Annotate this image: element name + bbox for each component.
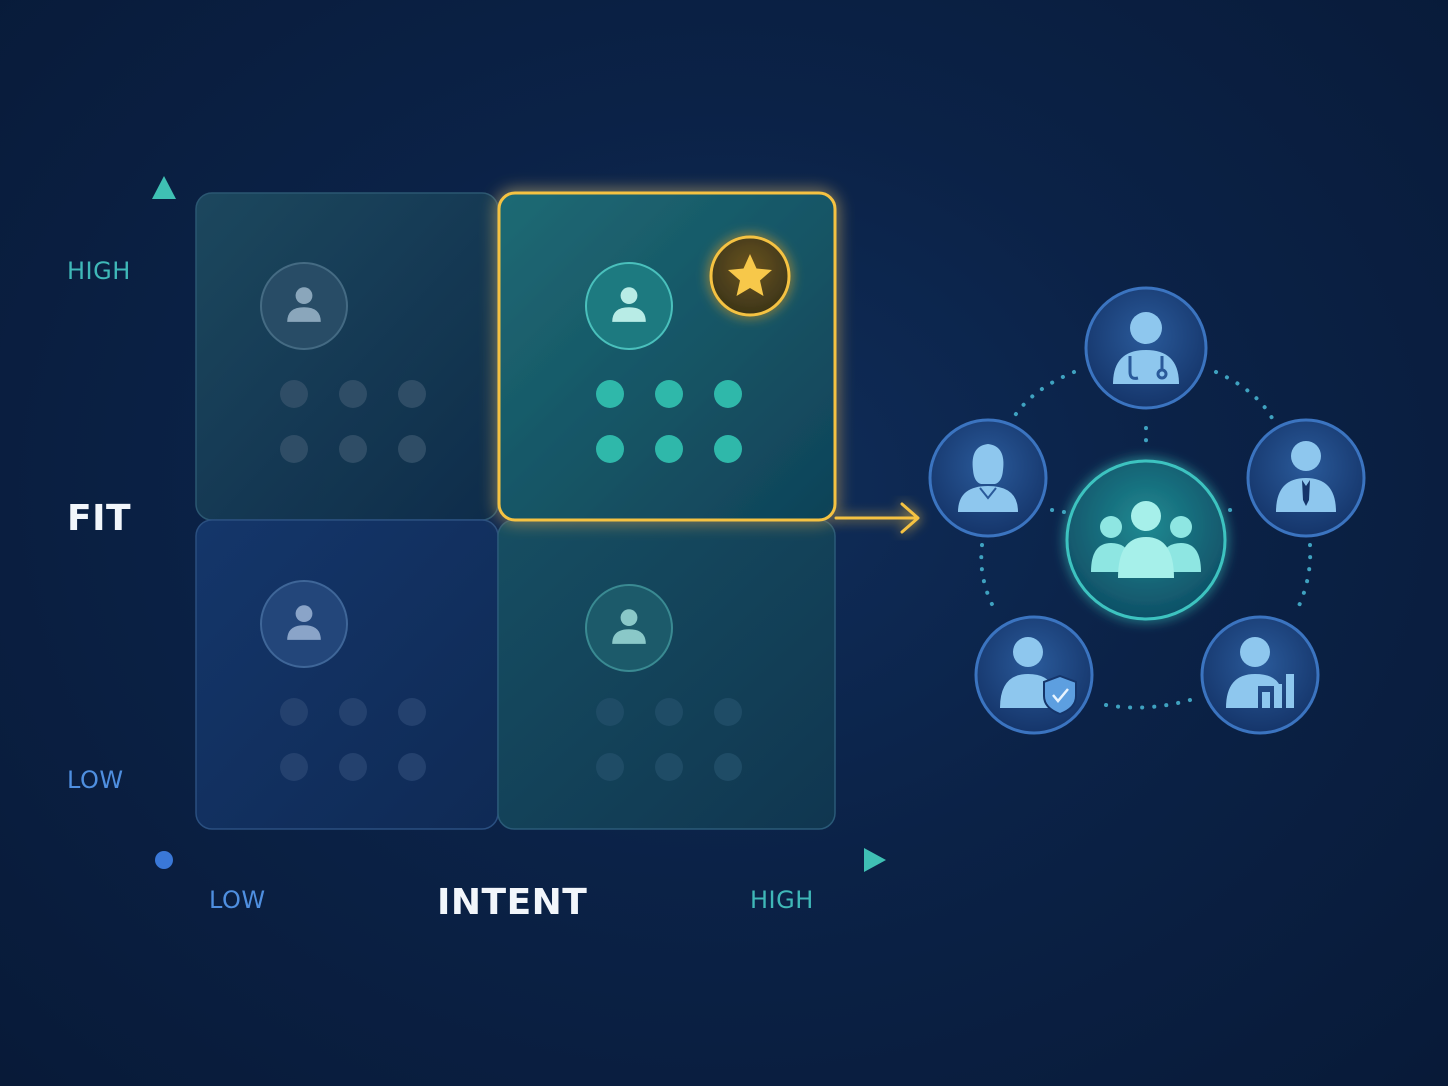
y-axis bbox=[152, 176, 176, 858]
y-axis-title: FIT bbox=[67, 498, 132, 539]
x-axis-low-label: LOW bbox=[209, 886, 266, 914]
woman-icon bbox=[928, 418, 1048, 538]
y-axis-high-label: HIGH bbox=[67, 257, 131, 285]
network-connections bbox=[979, 370, 1313, 710]
star-icon bbox=[709, 235, 791, 317]
x-axis-title: INTENT bbox=[437, 882, 588, 923]
person-icon bbox=[260, 580, 348, 668]
person-icon bbox=[585, 262, 673, 350]
dot-grid bbox=[280, 698, 426, 781]
person-icon bbox=[260, 262, 348, 350]
security-person-icon bbox=[974, 615, 1094, 735]
x-axis bbox=[164, 848, 886, 872]
dot-grid bbox=[596, 698, 742, 781]
connector-arrow bbox=[834, 502, 920, 534]
x-axis-high-label: HIGH bbox=[750, 886, 814, 914]
quadrant-bottom-left bbox=[195, 519, 499, 830]
doctor-icon bbox=[1084, 286, 1208, 410]
dot-grid bbox=[596, 380, 742, 463]
y-axis-low-label: LOW bbox=[67, 766, 124, 794]
person-icon bbox=[585, 584, 673, 672]
analyst-icon bbox=[1200, 615, 1320, 735]
group-icon bbox=[1065, 459, 1227, 621]
dot-grid bbox=[280, 380, 426, 463]
quadrant-top-right bbox=[497, 191, 837, 522]
quadrant-top-left bbox=[195, 192, 499, 521]
quadrant-bottom-right bbox=[497, 519, 836, 830]
axis-origin bbox=[155, 851, 173, 869]
businessman-icon bbox=[1246, 418, 1366, 538]
